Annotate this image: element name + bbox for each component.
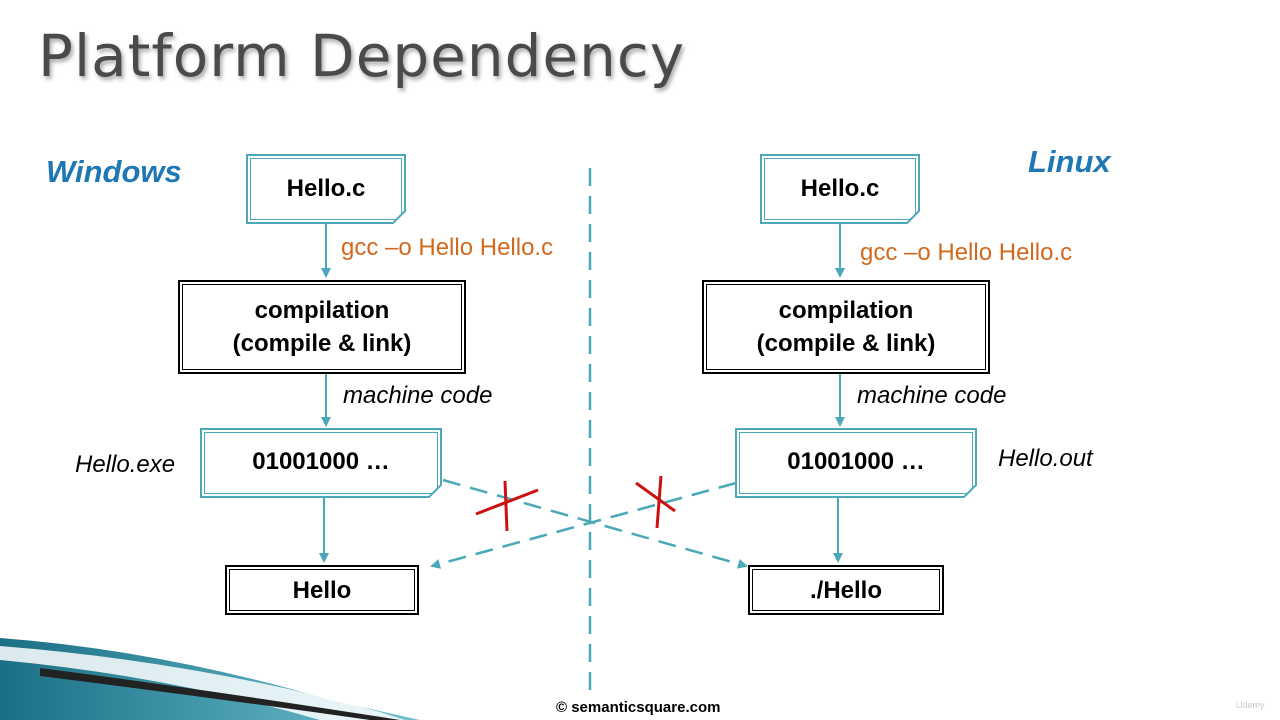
linux-label: Linux — [1028, 144, 1111, 179]
slide-title: Platform Dependency — [38, 22, 686, 90]
windows-compilation-detail: (compile & link) — [232, 330, 412, 357]
incompatible-cross-mark-right — [635, 475, 676, 529]
linux-binary-file: 01001000 … — [735, 428, 977, 498]
cross-arrow-linux-binary-to-windows-run — [430, 481, 737, 569]
windows-compile-command: gcc –o Hello Hello.c — [341, 234, 554, 261]
linux-compilation-title: compilation — [778, 297, 914, 324]
windows-label: Windows — [46, 154, 182, 189]
page-fold-icon — [392, 210, 406, 224]
linux-binary-content: 01001000 … — [787, 448, 925, 475]
page-fold-icon — [963, 484, 977, 498]
linux-source-file-label: Hello.c — [800, 175, 880, 202]
linux-run-command: ./Hello — [748, 565, 944, 615]
windows-source-file: Hello.c — [246, 154, 406, 224]
linux-compile-command: gcc –o Hello Hello.c — [860, 239, 1073, 266]
page-fold-icon — [906, 210, 920, 224]
linux-machine-code-label: machine code — [857, 382, 1007, 409]
windows-run-label: Hello — [292, 576, 352, 604]
udemy-watermark: Udemy — [1236, 700, 1265, 710]
linux-compilation-step: compilation (compile & link) — [702, 280, 990, 374]
windows-compilation-step: compilation (compile & link) — [178, 280, 466, 374]
linux-compilation-detail: (compile & link) — [756, 330, 936, 357]
cross-arrow-windows-binary-to-linux-run — [442, 478, 748, 569]
windows-compilation-title: compilation — [254, 297, 390, 324]
copyright-footer: © semanticsquare.com — [556, 699, 721, 716]
windows-source-file-label: Hello.c — [286, 175, 366, 202]
linux-source-file: Hello.c — [760, 154, 920, 224]
linux-binary-filename: Hello.out — [998, 445, 1093, 472]
page-fold-icon — [428, 484, 442, 498]
windows-binary-file: 01001000 … — [200, 428, 442, 498]
windows-machine-code-label: machine code — [343, 382, 493, 409]
linux-run-label: ./Hello — [809, 576, 882, 604]
incompatible-cross-mark-left — [475, 480, 539, 532]
windows-binary-content: 01001000 … — [252, 448, 390, 475]
windows-binary-filename: Hello.exe — [75, 451, 176, 478]
slide-wave-decoration — [0, 638, 420, 720]
windows-run-command: Hello — [225, 565, 419, 615]
